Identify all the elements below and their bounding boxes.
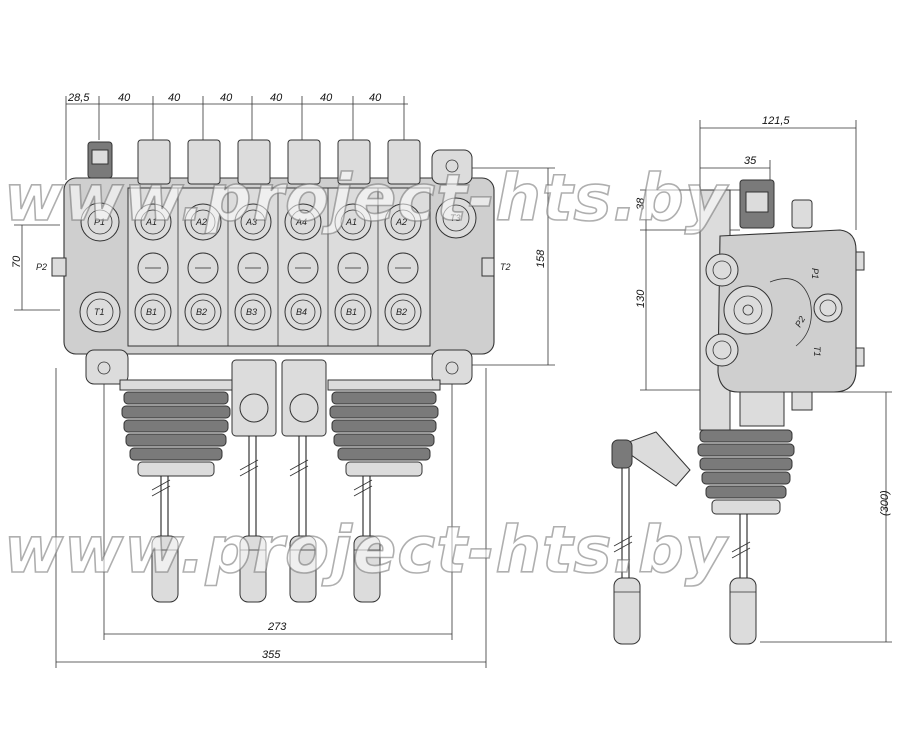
- a-ports-row: A1 A2 A3 A4 A1 A2: [134, 203, 422, 241]
- port-p2-label: P2: [36, 262, 47, 272]
- front-bellows: [119, 359, 441, 477]
- port-p1-label: P1: [94, 217, 105, 227]
- lever-handles: [151, 535, 381, 603]
- dim-40-1: 40: [118, 92, 131, 104]
- side-bellows: [697, 429, 795, 515]
- dim-355: 355: [262, 649, 281, 661]
- port-t3-label: T3: [450, 213, 461, 223]
- dim-35: 35: [744, 155, 757, 167]
- side-t1-label: T1: [812, 346, 822, 357]
- side-body: [717, 229, 857, 393]
- watermark-top: www.project-hts.by: [4, 162, 729, 236]
- middle-plugs: [137, 252, 419, 284]
- b-ports-row: B1 B2 B3 B4 B1 B2: [134, 293, 422, 331]
- port-b1-label: B1: [146, 307, 157, 317]
- watermark-bottom: www.project-hts.by: [4, 514, 729, 588]
- dim-70: 70: [11, 255, 23, 268]
- port-b4-label: B4: [296, 307, 307, 317]
- dim-158: 158: [535, 249, 547, 268]
- dim-121-5: 121,5: [762, 115, 790, 127]
- dim-38: 38: [635, 197, 647, 210]
- port-a2-label: A2: [195, 217, 207, 227]
- port-b2b-label: B2: [396, 307, 407, 317]
- side-p1-label: P1: [810, 268, 820, 279]
- spool-caps: [137, 139, 421, 346]
- port-b1b-label: B1: [346, 307, 357, 317]
- port-a1-label: A1: [145, 217, 157, 227]
- port-b3-label: B3: [246, 307, 257, 317]
- lever-rods: [151, 436, 373, 540]
- port-b2-label: B2: [196, 307, 207, 317]
- front-view: 28,5 40 40 40 40 40 40 70 158: [11, 92, 555, 668]
- dim-28-5: 28,5: [67, 92, 90, 104]
- dim-300: (300): [879, 490, 891, 516]
- dim-130: 130: [635, 289, 647, 308]
- port-a3-label: A3: [245, 217, 257, 227]
- dim-40-3: 40: [220, 92, 233, 104]
- port-t1-label: T1: [94, 307, 105, 317]
- dim-40-6: 40: [369, 92, 382, 104]
- port-a4-label: A4: [295, 217, 307, 227]
- port-a2b-label: A2: [395, 217, 407, 227]
- dim-273: 273: [267, 621, 287, 633]
- port-t2-label: T2: [500, 262, 511, 272]
- side-view: 121,5 35 38 130 (300) P1 P2 T1: [611, 115, 892, 645]
- side-p2-label: P2: [793, 314, 807, 329]
- dim-40-4: 40: [270, 92, 283, 104]
- dim-40-2: 40: [168, 92, 181, 104]
- dim-40-5: 40: [320, 92, 333, 104]
- port-a1b-label: A1: [345, 217, 357, 227]
